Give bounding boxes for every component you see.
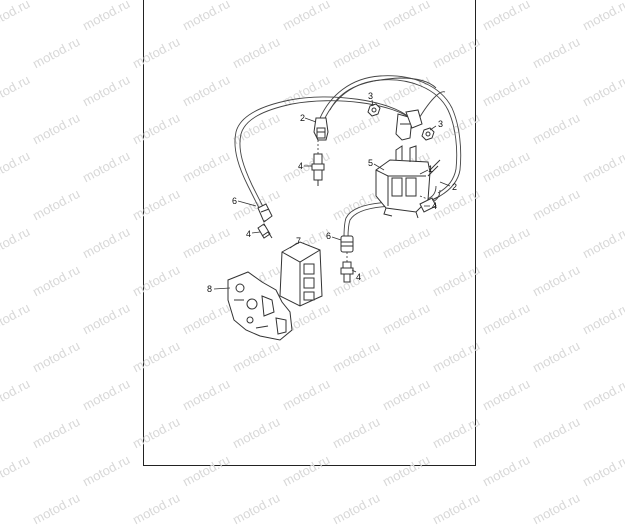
callout-labels: 2 3 3 4 5 1 2 6 4 4 7 6 4 8 <box>207 91 457 294</box>
callout-2: 2 <box>300 113 305 123</box>
callout-5: 5 <box>368 158 373 168</box>
callout-3: 3 <box>368 91 373 101</box>
callout-1: 1 <box>428 164 433 174</box>
watermark-text: motod.ru <box>530 489 583 527</box>
callout-4: 4 <box>356 272 361 282</box>
callout-4: 4 <box>432 201 437 211</box>
callout-2: 2 <box>452 182 457 192</box>
watermark-text: motod.ru <box>430 489 483 527</box>
spark-plug-bottom <box>340 261 354 283</box>
callout-6: 6 <box>326 231 331 241</box>
diagram-frame <box>143 0 476 466</box>
nut-3-left <box>367 103 381 117</box>
callout-3: 3 <box>438 119 443 129</box>
plug-cap-left-lower <box>257 203 273 223</box>
leader-lines <box>213 99 451 290</box>
watermark-text: motod.ru <box>230 489 283 527</box>
nut-3-right <box>421 127 435 141</box>
ignition-module <box>279 241 323 307</box>
callout-4: 4 <box>298 161 303 171</box>
watermark-text: motod.ru <box>130 489 183 527</box>
callout-6: 6 <box>232 196 237 206</box>
spark-plug-right <box>419 195 441 213</box>
plug-cap-right-lower <box>340 235 354 253</box>
spark-plug-upper <box>311 153 325 186</box>
callout-7: 7 <box>296 236 301 246</box>
callout-4: 4 <box>246 229 251 239</box>
plug-cap-top-left <box>313 117 329 141</box>
ignition-parts-diagram: 2 3 3 4 5 1 2 6 4 4 7 6 4 8 <box>207 75 462 341</box>
mounting-bracket <box>227 271 293 341</box>
watermark-text: motod.ru <box>30 489 83 527</box>
plug-cap-coil-center <box>395 109 423 141</box>
spark-plug-left <box>257 223 273 239</box>
callout-8: 8 <box>207 284 212 294</box>
watermark-text: motod.ru <box>330 489 383 527</box>
